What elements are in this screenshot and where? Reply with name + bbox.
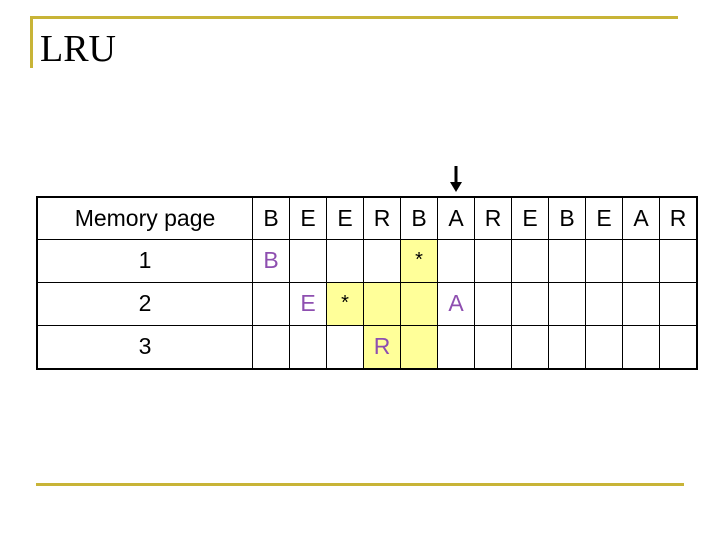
frame-cell — [511, 324, 549, 370]
frame-cell — [548, 281, 586, 326]
frame-cell — [474, 238, 512, 283]
frame-cell — [289, 324, 327, 370]
frame-cell — [363, 281, 401, 326]
reference-cell: A — [622, 196, 660, 240]
frame-cell — [511, 281, 549, 326]
frame-cell — [289, 238, 327, 283]
frame-cell — [474, 281, 512, 326]
frame-cell — [548, 324, 586, 370]
frame-cell — [474, 324, 512, 370]
frame-cell — [252, 324, 290, 370]
reference-cell: R — [363, 196, 401, 240]
frame-cell — [659, 238, 698, 283]
frame-cell — [585, 238, 623, 283]
frame-cell — [400, 281, 438, 326]
frame-number: 2 — [36, 281, 253, 326]
frame-cell: A — [437, 281, 475, 326]
frame-cell — [548, 238, 586, 283]
memory-page-label: Memory page — [36, 196, 253, 240]
frame-cell — [400, 324, 438, 370]
frame-cell — [622, 324, 660, 370]
reference-cell: B — [400, 196, 438, 240]
frame-bottom-rule — [36, 483, 684, 486]
frame-cell: * — [400, 238, 438, 283]
frame-cell: * — [326, 281, 364, 326]
frame-left-rule — [30, 16, 33, 68]
frame-top-rule — [30, 16, 678, 19]
frame-cell — [622, 281, 660, 326]
frame-cell — [252, 281, 290, 326]
slide-title: LRU — [40, 28, 116, 70]
frame-cell — [659, 324, 698, 370]
frame-number: 1 — [36, 238, 253, 283]
frame-cell — [659, 281, 698, 326]
frame-cell — [326, 324, 364, 370]
reference-cell: E — [511, 196, 549, 240]
frame-cell — [511, 238, 549, 283]
reference-cell: B — [252, 196, 290, 240]
frame-cell: B — [252, 238, 290, 283]
down-arrow-icon — [450, 166, 462, 192]
frame-number: 3 — [36, 324, 253, 370]
reference-cell: E — [289, 196, 327, 240]
frame-cell — [585, 281, 623, 326]
reference-cell: A — [437, 196, 475, 240]
reference-cell: B — [548, 196, 586, 240]
frame-cell — [363, 238, 401, 283]
reference-cell: R — [659, 196, 698, 240]
frame-cell — [437, 324, 475, 370]
frame-cell: R — [363, 324, 401, 370]
frame-cell — [437, 238, 475, 283]
reference-cell: R — [474, 196, 512, 240]
reference-cell: E — [585, 196, 623, 240]
frame-cell — [326, 238, 364, 283]
frame-cell — [585, 324, 623, 370]
frame-cell — [622, 238, 660, 283]
reference-cell: E — [326, 196, 364, 240]
frame-cell: E — [289, 281, 327, 326]
